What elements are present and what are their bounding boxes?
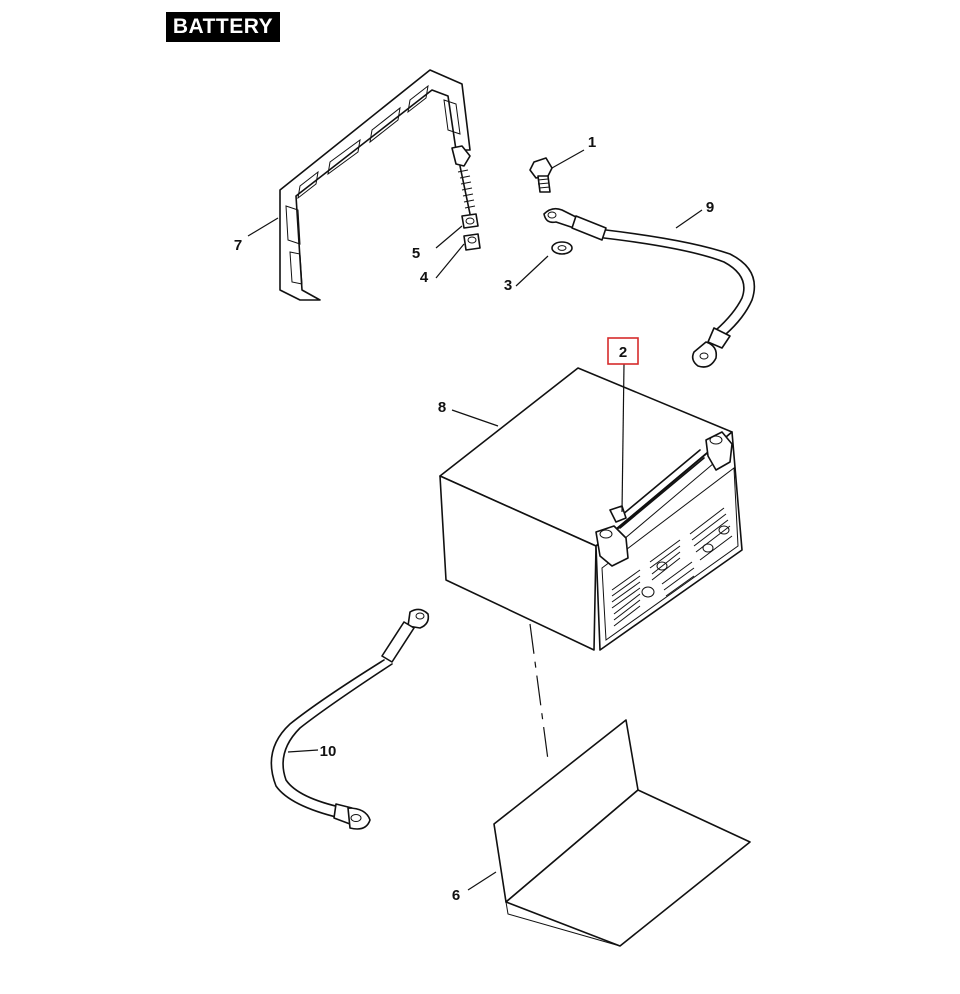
part-7-bracket: [279, 69, 471, 301]
callout-5: 5: [412, 245, 420, 262]
callout-6: 6: [452, 887, 460, 904]
leader-lines: [247, 149, 703, 891]
part-6-tray: [493, 719, 751, 947]
callout-2: 2: [619, 344, 627, 361]
part-5-nut: [461, 213, 479, 229]
callout-8: 8: [438, 399, 446, 416]
part-9-cable: [543, 207, 756, 368]
callout-4: 4: [420, 269, 429, 286]
callout-1: 1: [588, 134, 596, 151]
highlight-box-callout-2: [607, 337, 639, 365]
section-title: BATTERY: [166, 12, 280, 42]
part-4-locknut: [463, 233, 481, 251]
assembly-centerline: [529, 623, 549, 761]
callout-10: 10: [320, 743, 337, 760]
part-1-bolt: [529, 157, 553, 193]
callout-3: 3: [504, 277, 512, 294]
battery-label-panel: [611, 507, 733, 627]
callout-labels: 1 2 3 4 5 6 7 8 9 10: [234, 134, 714, 904]
part-hook-rod: [451, 145, 476, 215]
part-10-cable: [270, 608, 430, 830]
callout-9: 9: [706, 199, 714, 216]
callout-7: 7: [234, 237, 242, 254]
part-3-washer: [551, 241, 573, 255]
part-8-battery: [439, 367, 743, 651]
